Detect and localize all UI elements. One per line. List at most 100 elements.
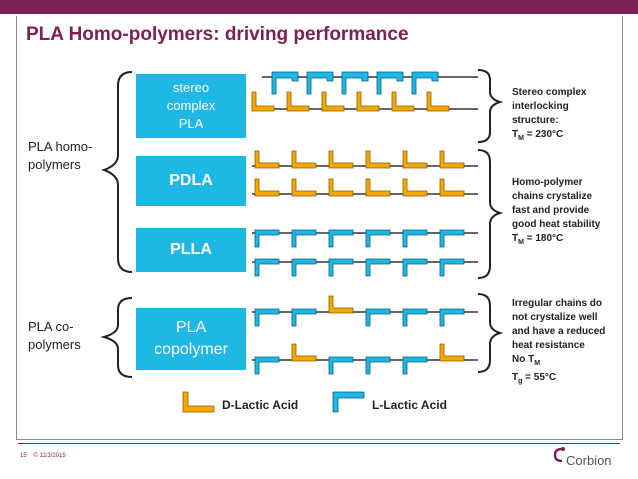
note-co-line4: heat resistance [512,340,585,351]
tm-value: = 230°C [523,129,564,140]
stereo-d-unit [321,91,345,112]
co1-l-units [254,308,465,327]
group-label-homo: PLA homo- polymers [28,138,92,174]
legend-d-lactic-label: D-Lactic Acid [222,398,299,412]
stereo-d-units [251,91,450,112]
legend-d-lactic-swatch [182,391,215,413]
box-pdla: PDLA [136,156,246,206]
stereo-d-unit [251,91,275,112]
note-homo-line2: chains crystalize [512,191,593,202]
pdla-d-unit [365,178,391,197]
plla-l-units [254,229,465,277]
note-co-line1: Irregular chains do [512,298,603,309]
no-tm-label: No T [512,354,535,365]
note-stereo-line3: structure: [512,115,559,126]
company-name: Corbion [566,453,612,468]
stereo-d-unit [286,91,310,112]
plla-l-unit [439,229,465,248]
pdla-d-unit [402,178,428,197]
right-brace-stereo [477,69,504,143]
note-stereo-line1: Stereo complex [512,87,587,98]
group-label-co: PLA co- polymers [28,318,81,354]
co2-d-unit [291,343,317,362]
plla-l-unit [254,229,280,248]
pdla-d-unit [439,178,465,197]
co1-l-unit [402,308,428,327]
stereo-d-unit [426,91,450,112]
box-stereo-complex-pla: stereo complex PLA [136,74,246,138]
co1-l-unit [254,308,280,327]
co2-l-unit [328,356,354,375]
co2-l-unit [254,356,280,375]
plla-l-unit [365,229,391,248]
box-stereo-line1: stereo [172,80,210,95]
co2-l-unit [365,356,391,375]
plla-l-unit [439,258,465,277]
plla-l-unit [291,229,317,248]
footer-date: © 11/3/2015 [33,453,66,459]
footer-divider [18,443,620,444]
box-plla-label: PLLA [170,241,212,258]
top-bar [0,0,638,14]
stereo-l-units [271,71,439,95]
right-brace-co [477,293,504,373]
box-stereo-line3: PLA [178,116,204,131]
note-homo-line4: good heat stability [512,219,601,230]
box-pdla-label: PDLA [169,172,213,189]
tm-subscript: M [518,135,524,142]
tg-subscript: g [518,378,523,385]
left-brace-co [100,297,133,378]
note-co-line3: and have a reduced [512,326,606,337]
note-homo-tm: TM = 180°C [512,232,600,250]
co1-l-unit [365,308,391,327]
plla-l-unit [328,229,354,248]
tm-subscript: M [534,360,541,367]
box-copolymer-line2: copolymer [154,341,228,358]
group-label-co-line2: polymers [28,337,81,352]
stereo-l-unit [271,71,299,95]
plla-l-unit [291,258,317,277]
tg-symbol: T [512,372,519,383]
box-stereo-line2: complex [166,98,216,113]
pdla-d-unit [365,150,391,169]
pdla-d-unit [254,178,280,197]
page-number: 15 [20,453,27,459]
box-copolymer-line1: PLA [175,319,207,336]
tm-symbol: T [512,233,519,244]
note-stereo-line2: interlocking [512,101,569,112]
stereo-l-unit [376,71,404,95]
legend-l-lactic-label: L-Lactic Acid [372,398,447,412]
pdla-d-unit [328,150,354,169]
pdla-d-unit [402,150,428,169]
plla-l-unit [328,258,354,277]
left-brace-homo [101,71,133,273]
co2-d-unit [439,343,465,362]
plla-l-unit [402,229,428,248]
note-homo-line1: Homo-polymer [512,177,583,188]
plla-l-unit [402,258,428,277]
legend-l-lactic-swatch [332,391,365,413]
tm-value: = 180°C [523,233,564,244]
slide-title: PLA Homo-polymers: driving performance [26,24,409,45]
note-stereo-tm: TM = 230°C [512,128,586,146]
pdla-d-units [254,150,465,197]
stereo-l-unit [306,71,334,95]
co1-l-unit [439,308,465,327]
co1-d-unit [328,295,354,314]
stereo-l-unit [341,71,369,95]
note-homo: Homo-polymer chains crystalize fast and … [512,176,600,250]
co2-l-unit [402,356,428,375]
co1-l-unit [291,308,317,327]
pdla-d-unit [439,150,465,169]
tm-subscript: M [518,239,524,246]
footer-info: 15 © 11/3/2015 [20,453,66,459]
group-label-homo-line2: polymers [28,157,81,172]
note-co-line2: not crystalize well [512,312,598,323]
slide-frame [16,16,623,440]
note-copolymer: Irregular chains do not crystalize well … [512,297,605,389]
pdla-d-unit [254,150,280,169]
tg-value: = 55°C [522,372,557,383]
box-pla-copolymer: PLA copolymer [136,308,246,370]
stereo-d-unit [356,91,380,112]
